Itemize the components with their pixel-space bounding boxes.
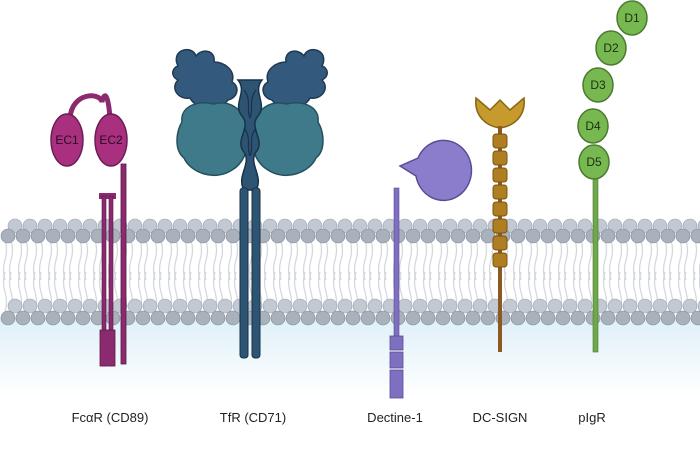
pigr-domain-d5: [578, 144, 610, 180]
tfr-receptor: [172, 48, 328, 359]
fcar-ec2-label: EC2: [99, 133, 123, 147]
fcar-caption: FcαR (CD89): [71, 410, 149, 425]
dcsign-neck-repeat: [492, 167, 508, 183]
dcsign-neck-repeat: [492, 218, 508, 234]
dcsign-neck-repeat: [492, 252, 508, 268]
tfr-caption: TfR (CD71): [219, 410, 287, 425]
pigr-domain-d1: [616, 0, 648, 36]
dcsign-receptor: [475, 96, 525, 352]
pigr-domain-d2: [595, 30, 627, 66]
dcsign-neck-repeat: [492, 184, 508, 200]
pigr-domain-label: D3: [590, 78, 606, 92]
dectin-caption: Dectine-1: [367, 410, 423, 425]
fcar-ec2-domain: [94, 113, 128, 167]
dcsign-neck-repeat: [492, 235, 508, 251]
tfr-right-apical: [262, 48, 328, 109]
fcar-ec1-label: EC1: [55, 133, 79, 147]
pigr-domain-label: D1: [624, 11, 640, 25]
tfr-right-protease: [250, 102, 324, 176]
tfr-left-protease: [176, 102, 250, 176]
dectin-crd: [398, 139, 473, 202]
pigr-domain-d4: [577, 108, 609, 144]
dcsign-neck-repeat: [492, 150, 508, 166]
dcsign-crd: [475, 96, 525, 129]
pigr-domain-d3: [582, 67, 614, 103]
dcsign-neck-repeat: [492, 201, 508, 217]
pigr-domain-label: D5: [586, 155, 602, 169]
dectin-receptor: [389, 139, 473, 399]
pigr-caption: pIgR: [578, 410, 606, 425]
fcar-receptor: EC1 EC2: [50, 93, 128, 367]
fcar-ec1-domain: [50, 113, 84, 167]
cytoplasm-region: [0, 318, 700, 398]
tfr-left-apical: [172, 48, 238, 109]
dcsign-caption: DC-SIGN: [472, 410, 528, 425]
dcsign-neck-repeat: [492, 133, 508, 149]
pigr-domain-label: D2: [603, 41, 619, 55]
pigr-domain-label: D4: [585, 119, 601, 133]
